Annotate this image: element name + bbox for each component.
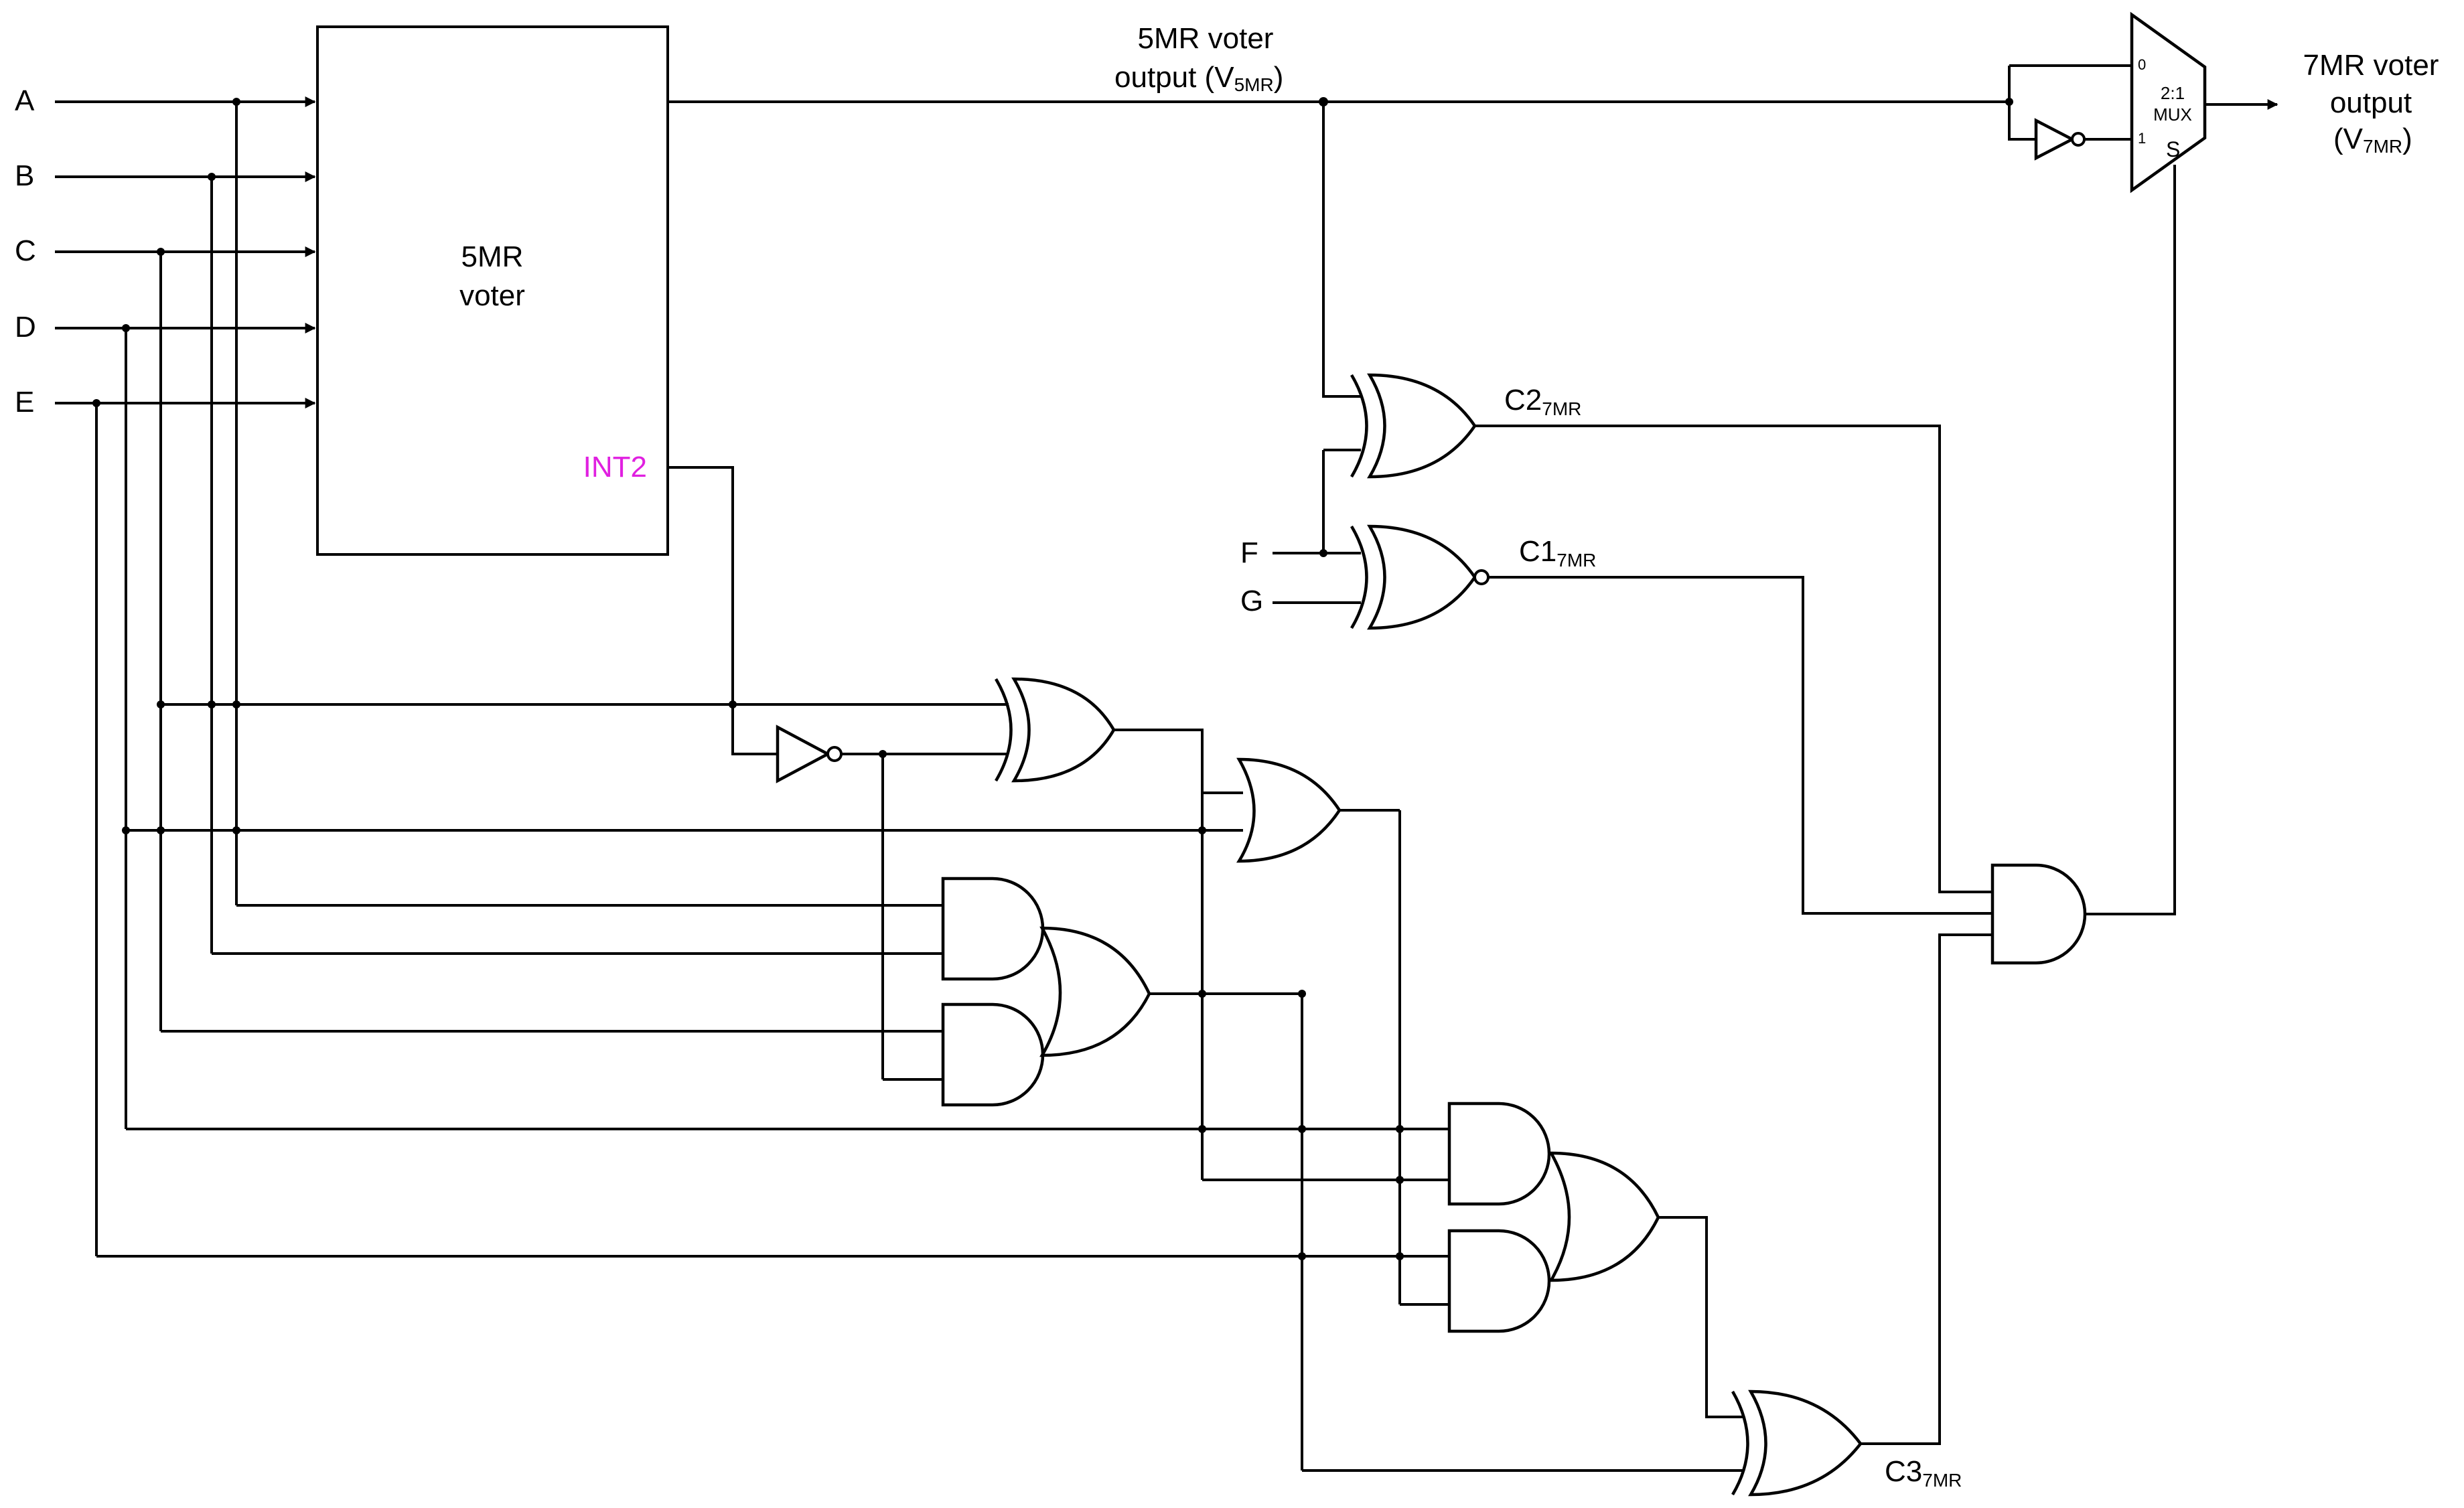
c3-label: C37MR xyxy=(1885,1455,1962,1491)
mux-sel-label: S xyxy=(2166,137,2180,161)
input-label-e: E xyxy=(15,386,34,419)
c1-label-sub: 7MR xyxy=(1556,550,1596,571)
v7mr-label-sub: 7MR xyxy=(2363,136,2402,157)
xnor-c1 xyxy=(1350,524,1490,630)
input-label-d: D xyxy=(15,311,36,344)
voter-block: 5MR voter INT2 xyxy=(316,25,669,556)
mux-shape xyxy=(2130,11,2207,194)
junctions xyxy=(92,97,2013,1260)
input-taps xyxy=(95,102,238,1256)
v7mr-label-line2: output xyxy=(2330,86,2412,119)
c2-label-sub: 7MR xyxy=(1542,398,1581,419)
v5mr-net: 5MR voter output (V5MR) xyxy=(668,22,2132,554)
input-label-b: B xyxy=(15,159,34,192)
v5mr-label-sub: 5MR xyxy=(1234,74,1274,95)
input-bus xyxy=(55,96,316,408)
input-label-g: G xyxy=(1240,585,1263,617)
final-and xyxy=(1990,165,2176,965)
mux: 0 1 2:1 MUX S xyxy=(2130,11,2278,194)
voter-title-2: voter xyxy=(459,279,525,312)
xor-mid xyxy=(161,677,1243,794)
input-label-c: C xyxy=(15,234,36,267)
voter-port-int2: INT2 xyxy=(583,451,647,483)
input-label-a: A xyxy=(15,84,35,117)
input-label-f: F xyxy=(1240,536,1258,569)
v5mr-label-prefix: output (V xyxy=(1114,61,1234,94)
v7mr-label-line3: (V7MR) xyxy=(2333,123,2412,157)
int2-path xyxy=(668,466,1009,1081)
or-mid xyxy=(126,757,1400,863)
mux-in1-label: 1 xyxy=(2138,130,2146,147)
v7mr-label-close: ) xyxy=(2402,123,2412,155)
v7mr-label-line1: 7MR voter xyxy=(2303,49,2439,82)
v5mr-label-line1: 5MR voter xyxy=(1138,22,1274,55)
fg-wires xyxy=(1273,552,1361,604)
mux-inverter xyxy=(2034,118,2086,161)
input-labels: A B C D E F G xyxy=(15,84,1263,617)
mux-in0-label: 0 xyxy=(2138,56,2146,73)
and-pair-2 xyxy=(96,1102,1743,1418)
c1-label-main: C1 xyxy=(1519,535,1556,568)
mux-title-1: 2:1 xyxy=(2161,83,2185,103)
c1-label: C17MR xyxy=(1519,535,1596,571)
voter-box xyxy=(316,25,669,556)
v5mr-label-line2: output (V5MR) xyxy=(1114,61,1283,95)
c3-label-main: C3 xyxy=(1885,1455,1922,1488)
c3-label-sub: 7MR xyxy=(1922,1470,1962,1491)
mux-title-2: MUX xyxy=(2153,104,2192,125)
voter-title-1: 5MR xyxy=(461,240,524,273)
xor-c3: C37MR xyxy=(1302,933,1992,1497)
c2-label: C27MR xyxy=(1504,384,1581,419)
xor-c2 xyxy=(1350,373,1477,479)
and-pair-1 xyxy=(161,877,1303,1471)
mid-nets xyxy=(1201,793,1449,1304)
c2-label-main: C2 xyxy=(1504,384,1542,417)
v7mr-label-prefix: (V xyxy=(2333,123,2364,155)
v5mr-label-close: ) xyxy=(1274,61,1284,94)
v7mr-label: 7MR voter output (V7MR) xyxy=(2303,49,2439,157)
